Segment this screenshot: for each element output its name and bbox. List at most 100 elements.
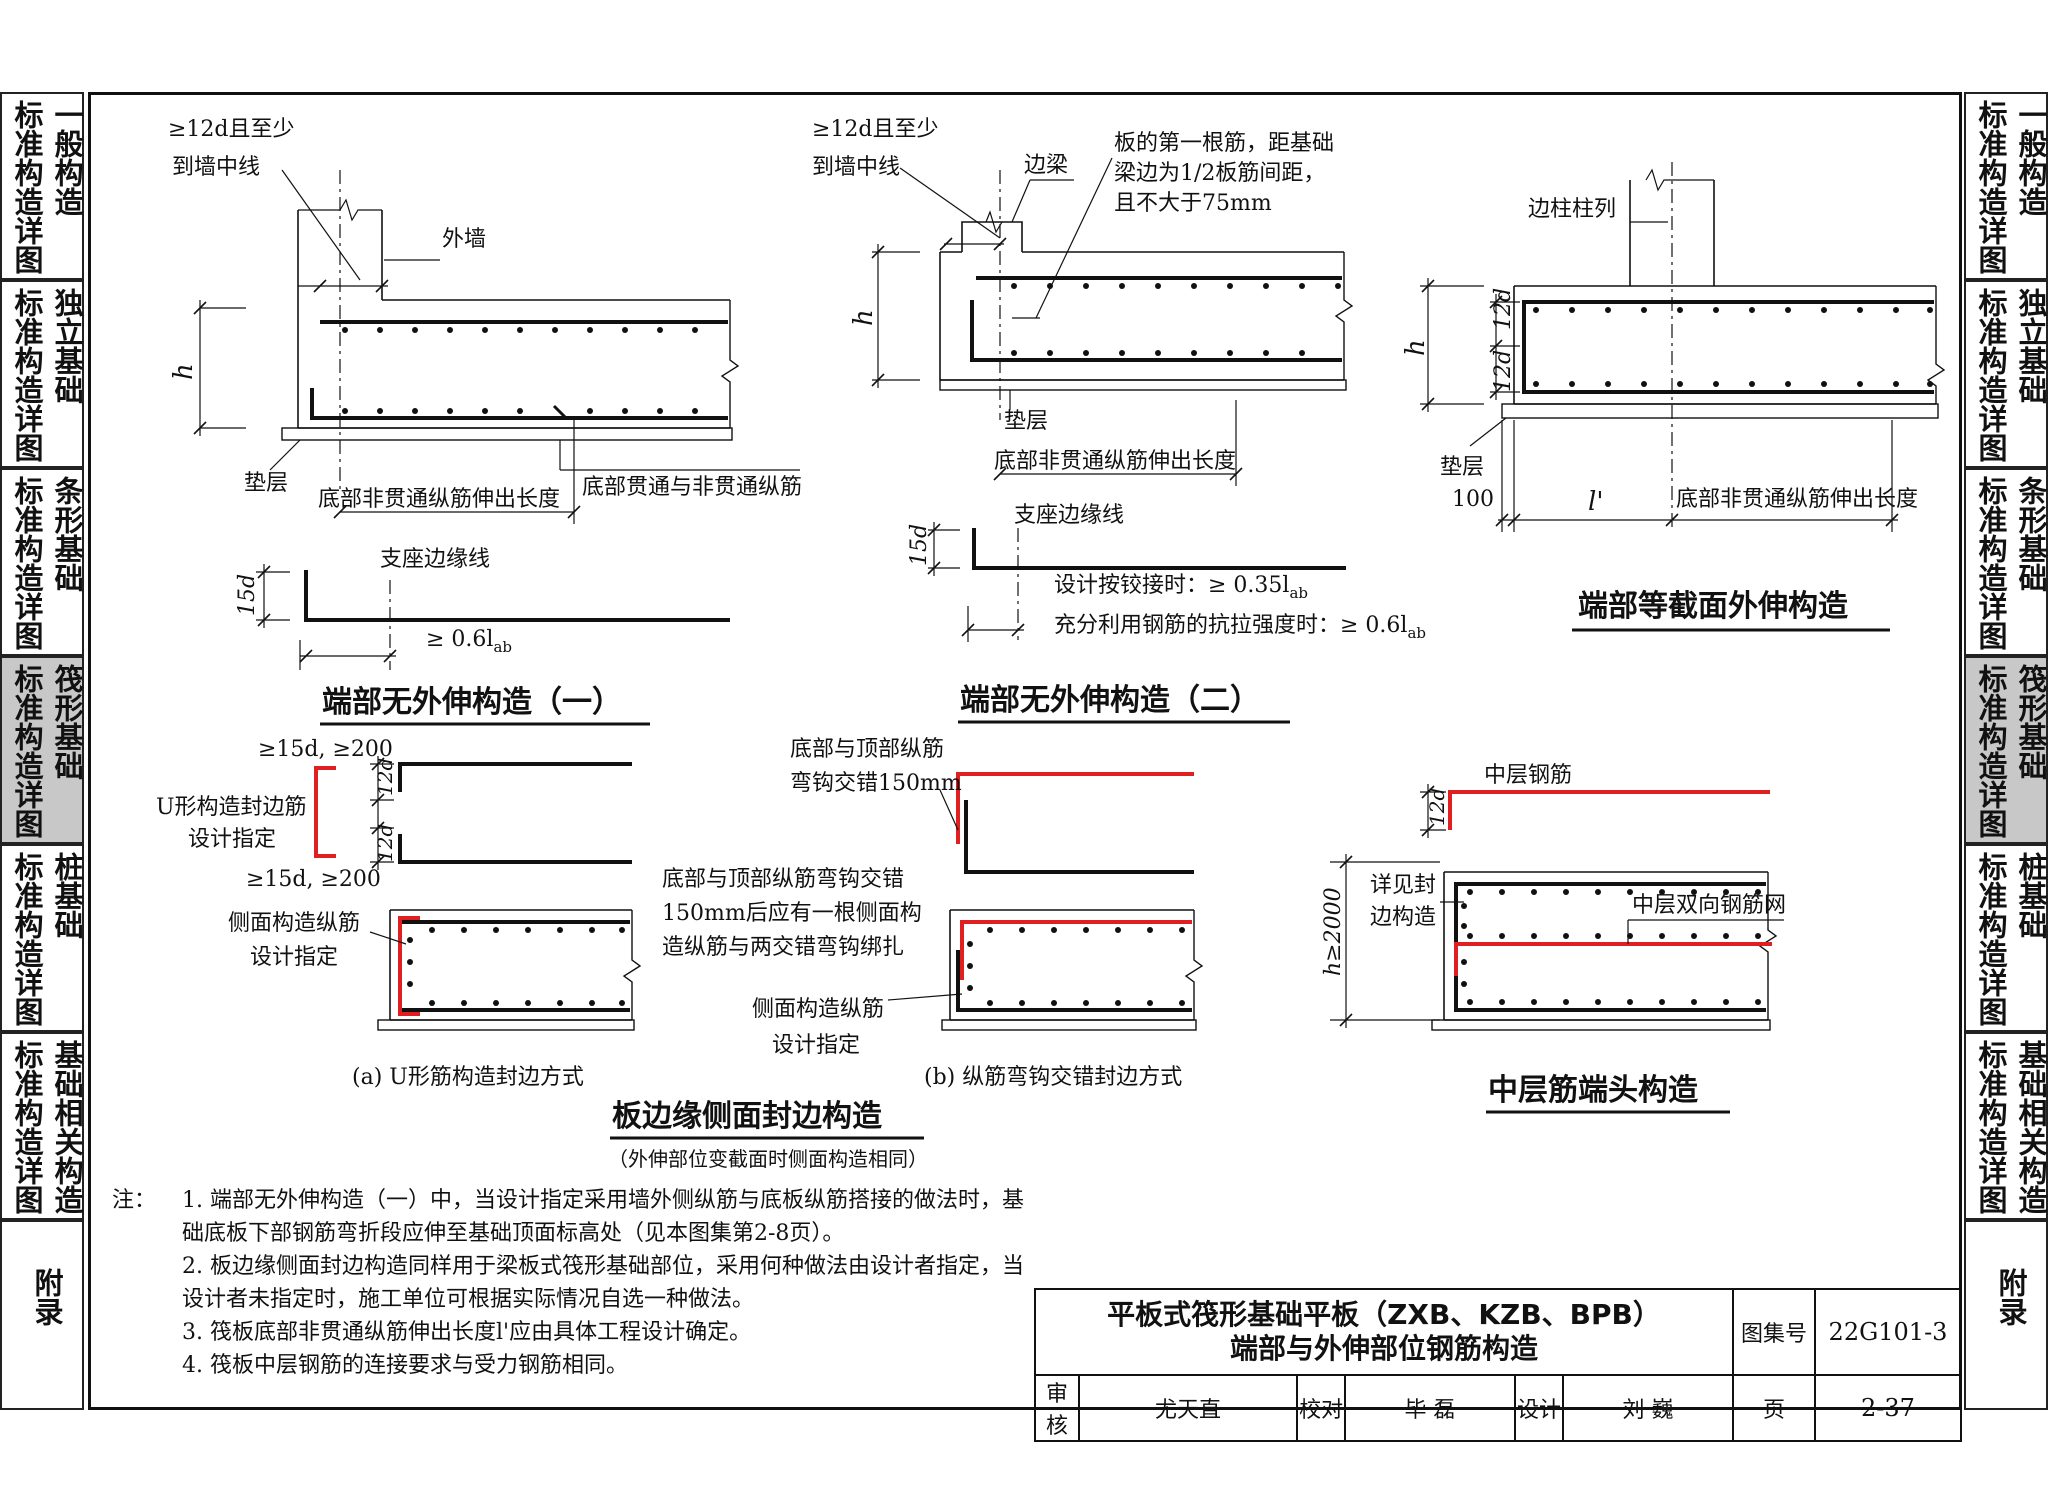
d5-title: 中层筋端头构造 <box>1488 1073 1698 1108</box>
left-sidebar-tab-label-a: 标准构造详图 <box>10 288 44 462</box>
d5-12d: 12d <box>1425 788 1449 826</box>
notes-block: 注：1. 端部无外伸构造（一）中，当设计指定采用墙外侧纵筋与底板纵筋搭接的做法时… <box>112 1184 1032 1382</box>
atlas-label: 图集号 <box>1732 1288 1816 1376</box>
d3-12d-a: 12d <box>1491 288 1516 330</box>
d5-mesh-label: 中层双向钢筋网 <box>1632 893 1786 918</box>
diagram-end-equal-section-extension: 边柱柱列 12d 12d h 垫层 100 <box>1401 162 1946 632</box>
rebar-dots <box>1461 889 1761 1005</box>
d3-h: h <box>1401 339 1431 356</box>
d2-wall-label: 到墙中线 <box>812 155 900 180</box>
page-number: 2-37 <box>1814 1374 1962 1442</box>
rebar-dots <box>407 927 625 1006</box>
checker: 毕 磊 <box>1344 1374 1516 1442</box>
left-sidebar-tab-label-b: 独立基础 <box>50 288 84 404</box>
drawing-frame <box>88 92 1962 1410</box>
right-sidebar-tab-label-a: 标准构造详图 <box>1974 664 2008 838</box>
left-sidebar: 标准构造详图一般构造标准构造详图独立基础标准构造详图条形基础标准构造详图筏形基础… <box>0 92 86 1410</box>
reviewer: 尤天直 <box>1077 1374 1299 1442</box>
right-sidebar-tab-label-a: 标准构造详图 <box>1974 476 2008 650</box>
note-3: 3. 筏板底部非贯通纵筋伸出长度l'应由具体工程设计确定。 <box>182 1320 752 1345</box>
diagram-middle-layer-end: 12d 中层钢筋 详见封 边构造 中层双向钢筋网 h≥2000 中层筋端头构造 <box>1321 763 1786 1114</box>
d1-wall-label: 到墙中线 <box>172 155 260 180</box>
d4a-u-label-1: U形构造封边筋 <box>156 795 307 820</box>
d4a-12d-1: 12d <box>373 758 397 796</box>
diagram-edge-sealing-b: 底部与顶部纵筋 弯钩交错150mm 底部与顶部纵筋弯钩交错 150mm后应有一根… <box>608 737 1204 1171</box>
right-sidebar: 标准构造详图一般构造标准构造详图独立基础标准构造详图条形基础标准构造详图筏形基础… <box>1964 92 2048 1410</box>
d4-title: 板边缘侧面封边构造 <box>612 1099 882 1134</box>
d4b-caption: (b) 纵筋弯钩交错封边方式 <box>924 1065 1182 1090</box>
check-label: 校对 <box>1296 1374 1347 1442</box>
d2-15d: 15d <box>907 524 932 566</box>
right-sidebar-tab-label-b: 条形基础 <box>2014 476 2048 592</box>
right-sidebar-tab-4[interactable]: 标准构造详图桩基础 <box>1964 844 2048 1032</box>
d1-06-label: ≥ 0.6lab <box>426 627 512 656</box>
left-sidebar-tab-label: 附录 <box>30 1268 64 1326</box>
right-sidebar-tab-label-b: 桩基础 <box>2014 852 2048 939</box>
right-sidebar-tab-2[interactable]: 标准构造详图条形基础 <box>1964 468 2048 656</box>
d4a-caption: (a) U形筋构造封边方式 <box>352 1065 584 1090</box>
note-4: 4. 筏板中层钢筋的连接要求与受力钢筋相同。 <box>182 1353 628 1378</box>
left-sidebar-tab-0[interactable]: 标准构造详图一般构造 <box>0 92 84 280</box>
diagram-end-no-extension-1: h ≥12d且至少 到墙中线 外墙 垫层 底部非贯通纵筋伸出长度 底部贯通与非贯… <box>168 117 802 726</box>
d1-title: 端部无外伸构造（一） <box>322 685 622 720</box>
left-sidebar-tab-5[interactable]: 标准构造详图基础相关构造 <box>0 1032 84 1220</box>
d3-bottom-ext-label: 底部非贯通纵筋伸出长度 <box>1676 487 1918 512</box>
left-sidebar-tab-label-b: 一般构造 <box>50 100 84 216</box>
left-sidebar-tab-label-b: 基础相关构造 <box>50 1040 84 1214</box>
d1-12d-label: ≥12d且至少 <box>168 117 295 142</box>
right-sidebar-tab-0[interactable]: 标准构造详图一般构造 <box>1964 92 2048 280</box>
right-sidebar-tab-3[interactable]: 标准构造详图筏形基础 <box>1964 656 2048 844</box>
rebar-dots <box>1533 307 1933 387</box>
right-sidebar-tab-label-b: 一般构造 <box>2014 100 2048 216</box>
d3-col-label: 边柱柱列 <box>1528 197 1616 222</box>
d3-100: 100 <box>1452 487 1494 512</box>
d2-first-bar-2: 梁边为1/2板筋间距， <box>1114 161 1325 186</box>
left-sidebar-tab-1[interactable]: 标准构造详图独立基础 <box>0 280 84 468</box>
left-sidebar-tab-2[interactable]: 标准构造详图条形基础 <box>0 468 84 656</box>
left-sidebar-tab-6[interactable]: 附录 <box>0 1220 84 1410</box>
rebar-dots <box>342 327 698 414</box>
right-sidebar-tab-label-b: 独立基础 <box>2014 288 2048 404</box>
designer: 刘 巍 <box>1562 1374 1734 1442</box>
d3-12d-b: 12d <box>1491 350 1516 392</box>
d4a-15d-top: ≥15d, ≥200 <box>258 737 393 762</box>
d4-subtitle: （外伸部位变截面时侧面构造相同） <box>608 1147 928 1171</box>
d5-mid-label: 中层钢筋 <box>1484 763 1572 788</box>
left-sidebar-tab-3[interactable]: 标准构造详图筏形基础 <box>0 656 84 844</box>
diagram-edge-sealing-a: 12d 12d ≥15d, ≥200 ≥15d, ≥200 U形构造封边筋 设计… <box>156 737 642 1090</box>
left-sidebar-tab-label-b: 桩基础 <box>50 852 84 939</box>
right-sidebar-tab-5[interactable]: 标准构造详图基础相关构造 <box>1964 1032 2048 1220</box>
right-sidebar-tab-label-b: 筏形基础 <box>2014 664 2048 780</box>
atlas-number: 22G101-3 <box>1814 1288 1962 1376</box>
left-sidebar-tab-label-b: 筏形基础 <box>50 664 84 780</box>
right-sidebar-tab-label-a: 标准构造详图 <box>1974 100 2008 274</box>
note-2: 2. 板边缘侧面封边构造同样用于梁板式筏形基础部位，采用何种做法由设计者指定，当… <box>182 1254 1024 1312</box>
d2-bottom-ext-label: 底部非贯通纵筋伸出长度 <box>994 449 1236 474</box>
d1-15d: 15d <box>235 574 260 616</box>
d5-see-2: 边构造 <box>1370 905 1436 930</box>
diagram-end-no-extension-2: h ≥12d且至少 到墙中线 边梁 板的第一根筋，距基础 梁边为1/2板筋间距，… <box>812 117 1426 724</box>
right-sidebar-tab-label-a: 标准构造详图 <box>1974 1040 2008 1214</box>
d4b-hook-1: 底部与顶部纵筋 <box>790 737 944 762</box>
d4b-hook-2: 弯钩交错150mm <box>790 771 962 796</box>
left-sidebar-tab-4[interactable]: 标准构造详图桩基础 <box>0 844 84 1032</box>
d2-first-bar-3: 且不大于75mm <box>1114 191 1272 216</box>
d5-see-1: 详见封 <box>1370 873 1436 898</box>
d4a-u-label-2: 设计指定 <box>188 827 276 852</box>
d2-12d-label: ≥12d且至少 <box>812 117 939 142</box>
right-sidebar-tab-6[interactable]: 附录 <box>1964 1220 2048 1410</box>
d4a-15d-bot: ≥15d, ≥200 <box>246 867 381 892</box>
right-sidebar-tab-1[interactable]: 标准构造详图独立基础 <box>1964 280 2048 468</box>
left-sidebar-tab-label-a: 标准构造详图 <box>10 852 44 1026</box>
d2-cushion-label: 垫层 <box>1004 409 1048 434</box>
d1-support-label: 支座边缘线 <box>380 547 490 572</box>
d3-cushion-label: 垫层 <box>1440 455 1484 480</box>
d4b-note-1: 底部与顶部纵筋弯钩交错 <box>662 867 904 892</box>
notes-lead: 注： <box>112 1188 157 1213</box>
d1-cushion-label: 垫层 <box>244 471 288 496</box>
d1-bottom-through-label: 底部贯通与非贯通纵筋 <box>582 475 802 500</box>
right-sidebar-tab-label-a: 标准构造详图 <box>1974 288 2008 462</box>
d1-outer-wall-label: 外墙 <box>442 227 486 252</box>
d2-support-label: 支座边缘线 <box>1014 503 1124 528</box>
